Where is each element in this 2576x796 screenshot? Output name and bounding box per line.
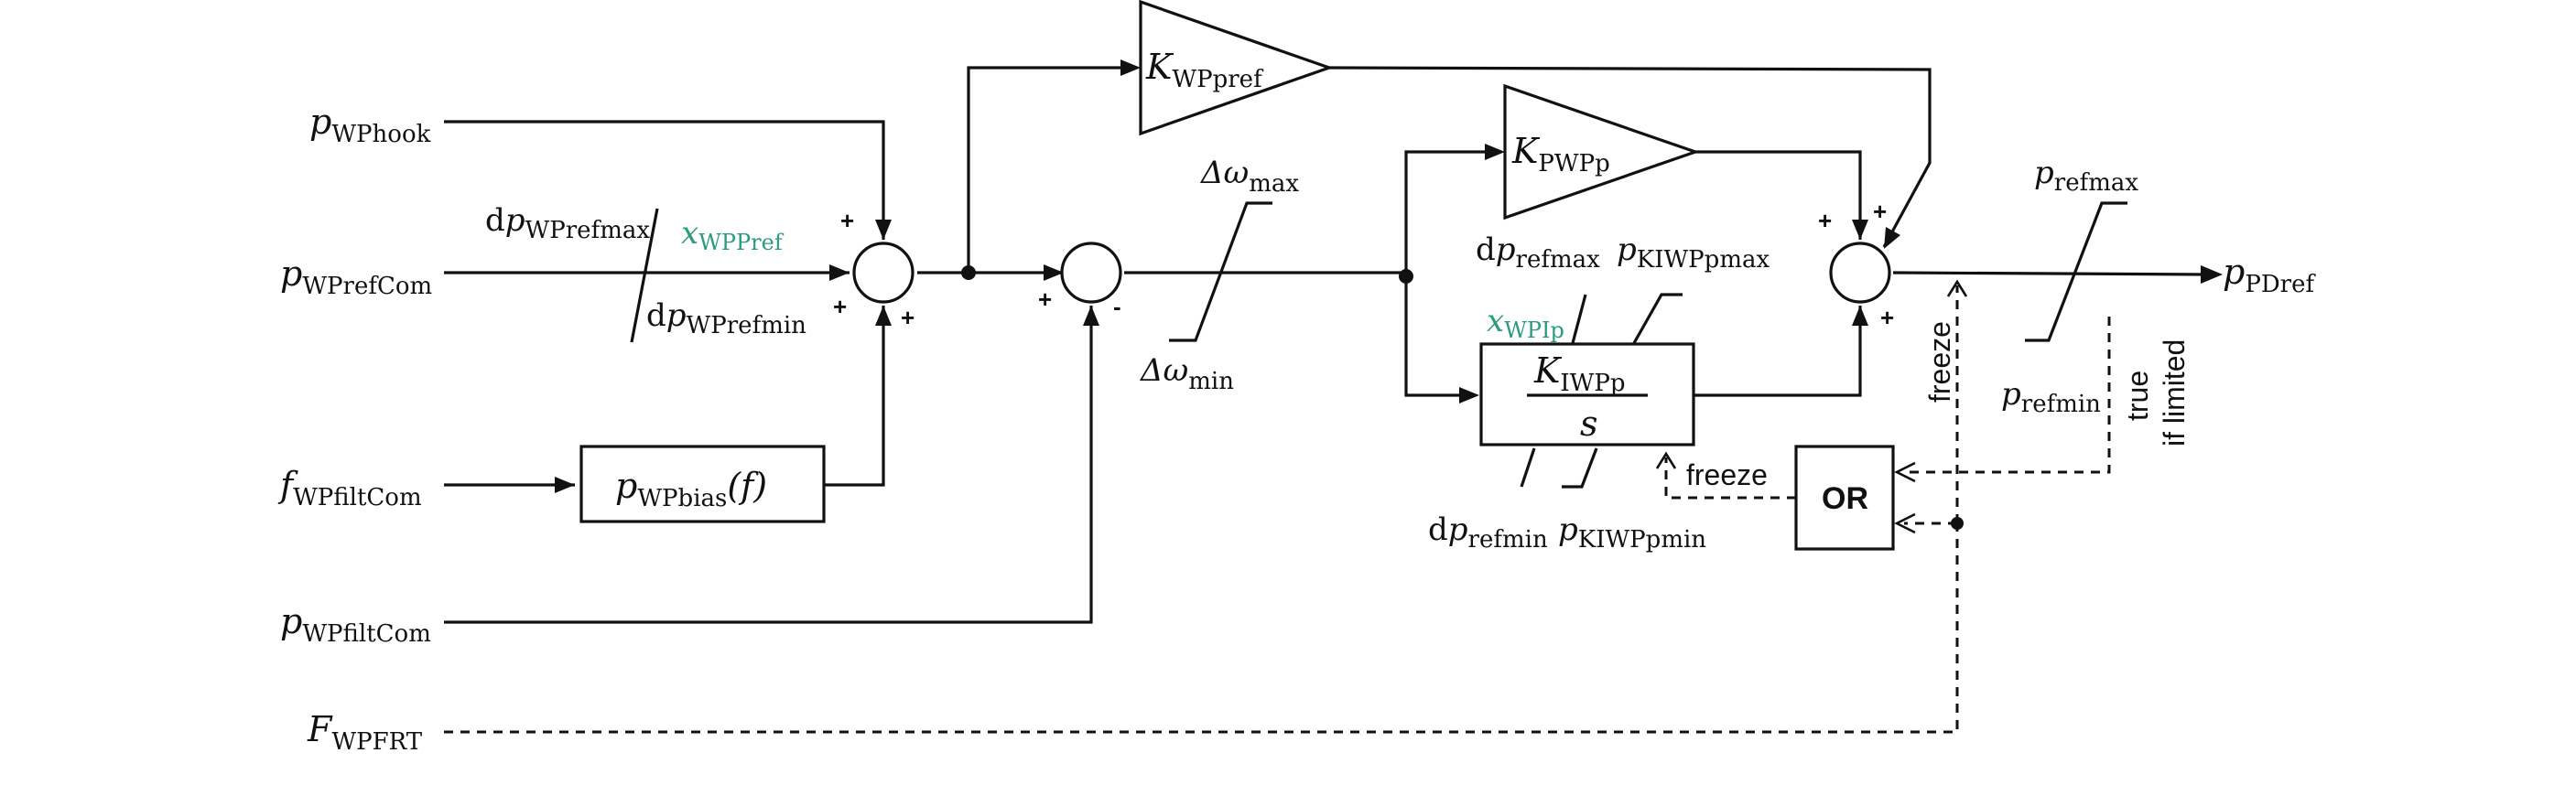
label-int-abs-min: pKIWPpmin [1558, 511, 1706, 554]
bias-block [579, 445, 826, 523]
dash-true-limited [1904, 317, 2111, 474]
label-out-min: prefmin [2001, 376, 2101, 418]
sign-sum1-bottom: + [901, 304, 915, 331]
label-f-filtcom: fWPfiltCom [277, 465, 422, 511]
label-or: OR [1822, 481, 1868, 516]
arrow-sum3-top [1852, 220, 1868, 240]
sign-sum2-bottom: - [1113, 293, 1121, 320]
sum-junction-2 [1060, 242, 1122, 304]
wire-int-out [1694, 306, 1862, 397]
label-dw-min: Δωmin [1139, 352, 1234, 395]
wire-sum3-out [1892, 271, 2207, 276]
text-labels: pWPhook pWPrefCom fWPfiltCom pWPfiltCom … [277, 47, 2316, 756]
int-rate-min-mark [1520, 447, 1536, 488]
sign-sum1-top: + [840, 207, 854, 234]
sum-junction-1 [852, 242, 915, 304]
or-gate [1794, 445, 1895, 551]
label-bias: pWPbias(f) [615, 466, 767, 512]
limiter-out-symbol [2025, 201, 2127, 342]
label-freeze-out: freeze [1923, 321, 1956, 403]
label-k-p: KPWPp [1511, 131, 1610, 177]
label-int-abs-max: pKIWPpmax [1617, 231, 1770, 274]
int-abs-max-mark [1632, 293, 1683, 344]
arrow-or-in1 [1894, 461, 1916, 483]
wire-branch-kp [1404, 150, 1501, 273]
arrow-freeze-out [1946, 279, 1968, 297]
arrow-sum2-left [1044, 264, 1064, 281]
dash-freeze-int [1664, 457, 1796, 500]
int-rate-max-mark [1571, 294, 1587, 344]
label-dw-max: Δωmax [1199, 155, 1299, 198]
wire-branch-kpref [967, 66, 1137, 273]
arrow-or-in2 [1894, 512, 1916, 534]
arrow-sum1-top [875, 220, 892, 240]
junction-dot-2 [1399, 269, 1413, 284]
wire-kp-out [1694, 150, 1862, 240]
arrow-int-in [1459, 387, 1479, 403]
arrow-kpref-in [1120, 59, 1141, 76]
junction-dot-1 [961, 265, 976, 280]
arrowheads [555, 59, 2223, 493]
arrow-output [2201, 265, 2223, 284]
dash-frt [444, 523, 1959, 734]
arrow-sum3-topright [1884, 227, 1900, 249]
label-output: pPDref [2223, 252, 2316, 298]
arrow-sum1-bottom [875, 306, 892, 326]
label-if-limited: if limited [2158, 339, 2191, 446]
gain-pref-triangle [1139, 0, 1334, 136]
int-abs-min-mark [1562, 447, 1598, 489]
label-state-ip: xWPIp [1487, 303, 1564, 343]
wire-bias-out [824, 306, 885, 487]
gain-p-triangle [1503, 83, 1700, 221]
wire-hook [444, 120, 885, 240]
sign-sum3-topright: + [1873, 198, 1887, 225]
label-p-hook: pWPhook [309, 102, 431, 148]
signal-wires [444, 66, 2207, 624]
label-state-pref: xWPPref [681, 215, 785, 255]
sign-sum3-left: + [1818, 207, 1832, 234]
label-frt: FWPFRT [307, 709, 423, 756]
label-p-filtcom: pWPfiltCom [280, 601, 431, 648]
arrow-kp-in [1485, 144, 1505, 160]
arrow-sum3-bottom [1852, 306, 1868, 326]
rate-limiter-slash [630, 208, 659, 343]
sum-junction-3 [1829, 242, 1891, 304]
label-int-rate-min: dprefmin [1428, 511, 1548, 554]
label-out-max: prefmax [2034, 155, 2138, 197]
wire-branch-int [1404, 273, 1476, 397]
limiter-dw-symbol [1169, 201, 1272, 342]
wire-kpref-out [1326, 66, 1932, 248]
label-k-iwpp: KIWPp [1533, 350, 1626, 397]
arrow-sum2-bottom [1083, 306, 1099, 326]
wire-pfiltcom [444, 306, 1093, 624]
label-freeze-int: freeze [1686, 458, 1768, 491]
label-rate-max: dpWPrefmax [485, 202, 650, 244]
logic-wires [444, 279, 2111, 734]
arrow-sum1-left [829, 264, 850, 281]
label-int-s: s [1580, 403, 1598, 444]
arrow-freeze-int [1655, 451, 1677, 469]
label-rate-min: dpWPrefmin [646, 297, 806, 339]
sign-sum1-left: + [833, 293, 847, 320]
sign-sum3-bottom: + [1880, 304, 1894, 331]
sign-sum2-left: + [1038, 285, 1052, 313]
label-int-rate-max: dprefmax [1476, 231, 1600, 274]
label-p-refcom: pWPrefCom [280, 253, 432, 300]
label-true: true [2121, 371, 2154, 421]
arrow-bias-in [555, 477, 575, 493]
label-k-pref: KWPpref [1145, 47, 1264, 93]
